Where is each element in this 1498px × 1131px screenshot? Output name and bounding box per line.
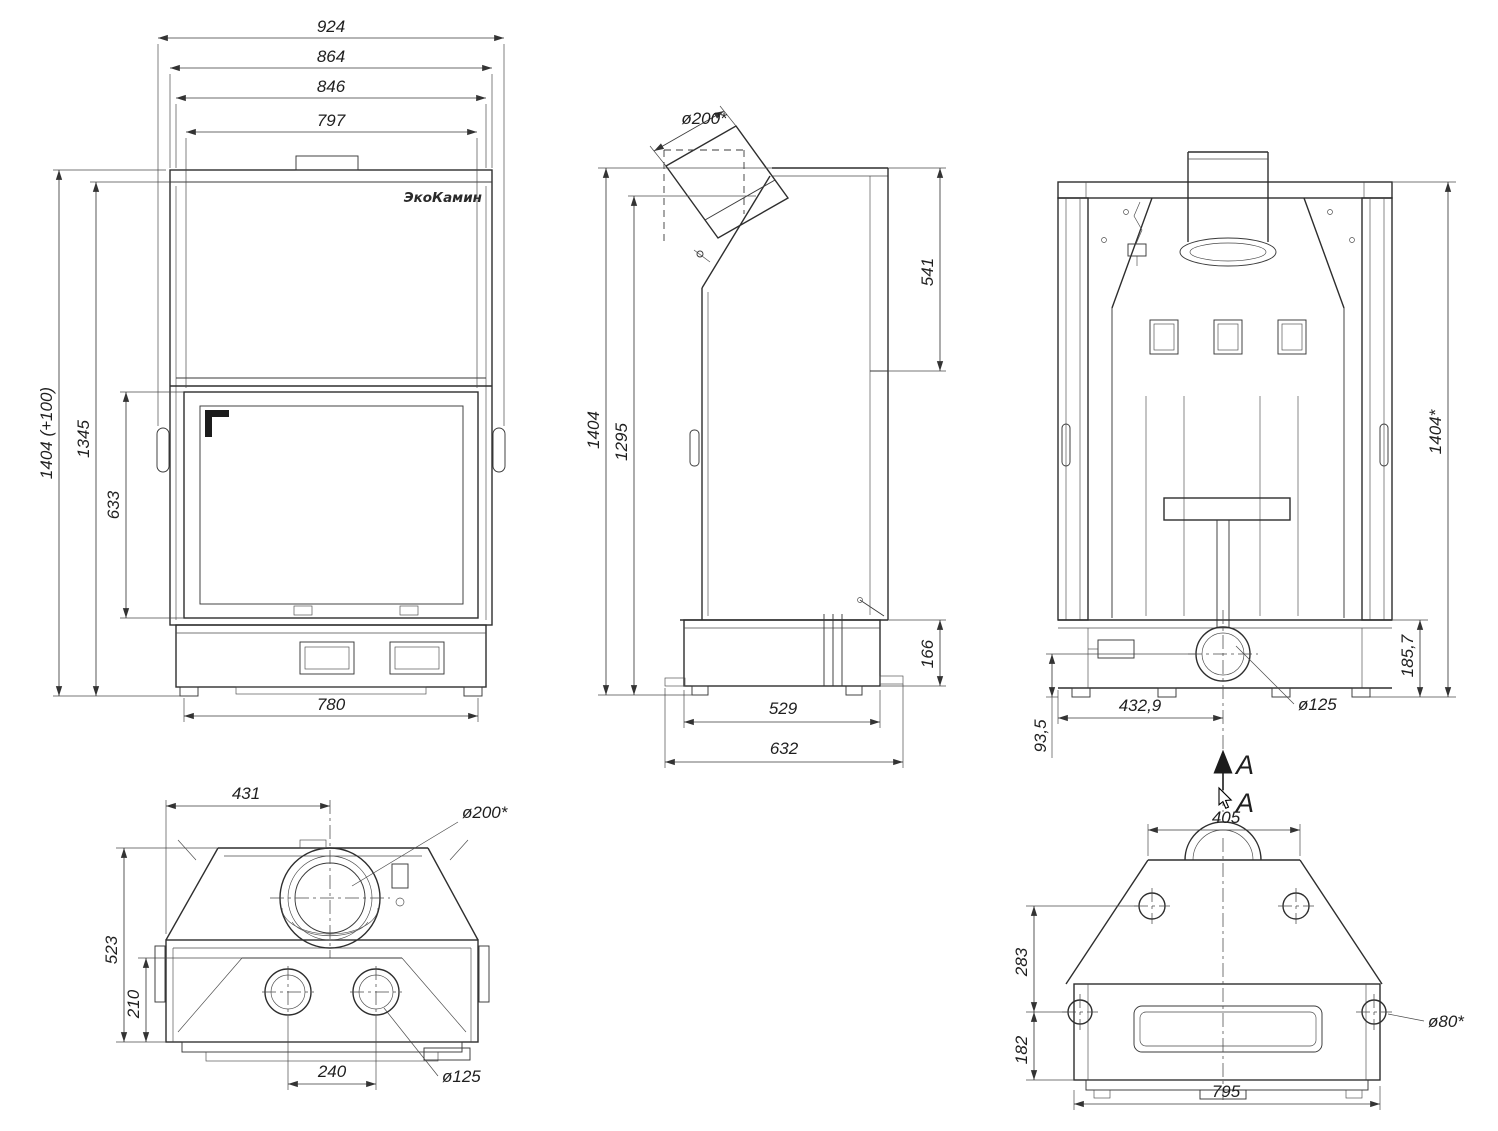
flue-dome [1184,821,1262,861]
flue-bracket [391,863,409,889]
right-handle [492,427,506,473]
side-base-box [683,619,881,687]
dim-top-flue-diameter: ø200* [462,803,509,822]
sensor-cable [1133,201,1143,245]
dim-side-rear-channel: 541 [918,258,937,286]
flue-collar-flange [1179,237,1277,267]
section-inner-duct [1133,1005,1323,1053]
section-cut-marker: A A [1213,749,1254,818]
dim-section-height-lower: 182 [1012,1035,1031,1064]
base-vent-left [299,641,355,675]
flue-stub [295,155,359,171]
brand-logo: ЭкоКамин [404,190,482,206]
dim-section-height-upper: 283 [1012,947,1031,977]
dim-side-height-total: 1404 [584,411,603,449]
dim-side-depth-total: 632 [770,739,799,758]
side-front-foot [691,685,709,696]
dim-top-depth-total: 523 [102,935,121,964]
left-handle [156,427,170,473]
side-view: ø200* 1404 1295 541 166 529 632 [584,105,946,768]
dim-front-height-body: 1345 [74,420,93,458]
dim-front-height-glass: 633 [104,490,123,519]
dim-side-base-height: 166 [918,639,937,668]
section-view-body [1062,821,1392,1100]
base-vent-right [389,641,445,675]
door-glass [199,405,464,605]
section-view-dimensions: 405 283 182 ø80* 795 [1012,808,1465,1110]
dim-side-height-front: 1295 [612,423,631,461]
back-vent-2 [1213,319,1243,355]
dim-section-width-base: 795 [1212,1082,1241,1101]
mouse-cursor [1218,786,1233,810]
top-view-dimensions: 431 ø200* 523 210 240 ø125 [102,784,509,1090]
top-view: 431 ø200* 523 210 240 ø125 [102,784,509,1090]
dim-front-width-total: 924 [317,17,345,36]
dim-back-outlet-height: 93,5 [1031,719,1050,753]
side-door-handle [689,429,700,467]
side-rear-foot [845,685,863,696]
top-view-body [154,800,490,1062]
top-left-handle [154,945,166,1003]
dim-back-base-height: 185,7 [1398,634,1417,677]
dim-front-width-outer: 864 [317,47,345,66]
back-vent-1 [1149,319,1179,355]
front-view-dimensions: 924 864 846 797 1404 (+100) 1345 633 [37,17,505,722]
front-right-foot [463,686,483,697]
door-frame [183,391,479,619]
back-cross-bar [1163,497,1291,521]
dim-side-flue-diameter: ø200* [681,109,728,128]
back-vent-3 [1277,319,1307,355]
dim-side-depth-base: 529 [769,699,798,718]
dim-back-height-total: 1404* [1426,408,1445,454]
dim-section-port-diameter: ø80* [1428,1012,1465,1031]
side-view-dimensions: ø200* 1404 1295 541 166 529 632 [584,105,946,768]
front-view: ЭкоКамин 924 864 846 797 1404 (+100) [37,17,506,722]
dim-back-outlet-diameter: ø125 [1298,695,1337,714]
top-right-handle [478,945,490,1003]
dim-front-width-door: 797 [317,111,346,130]
door-latch [205,410,229,437]
back-view: 1404* 185,7 93,5 432,9 ø125 A A [1031,151,1456,818]
front-view-body: ЭкоКамин [156,155,506,697]
dim-top-outlet-diameter: ø125 [442,1067,481,1086]
section-letter-lower: A [1234,788,1254,818]
section-letter-upper: A [1234,750,1254,780]
back-top-band [1057,181,1393,199]
dim-front-width-body: 846 [317,77,346,96]
side-view-body [663,125,904,696]
back-view-body [1057,151,1393,812]
dim-back-outlet-offset: 432,9 [1119,696,1162,715]
dim-section-width-top: 405 [1212,808,1241,827]
back-view-dimensions: 1404* 185,7 93,5 432,9 ø125 [1031,181,1456,758]
damper-knob [696,250,704,258]
front-left-foot [179,686,199,697]
dim-top-flue-offset: 431 [232,784,260,803]
dim-front-height-total: 1404 (+100) [37,387,56,479]
hood-slope [701,175,771,289]
dim-top-outlet-spacing: 240 [317,1062,347,1081]
dim-top-depth-front: 210 [124,989,143,1019]
dim-front-width-base: 780 [317,695,346,714]
section-view: 405 283 182 ø80* 795 [1012,808,1465,1110]
